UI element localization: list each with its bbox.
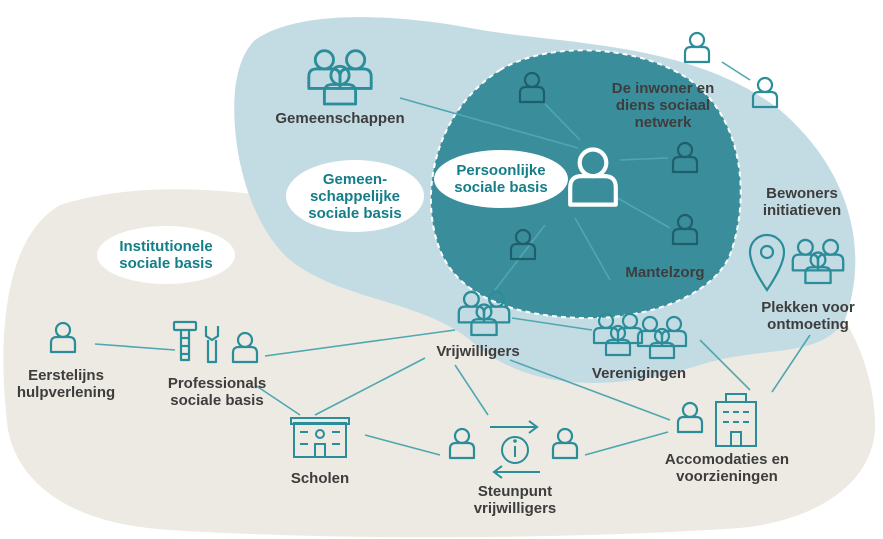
personal-basis-pill: Persoonlijke sociale basis bbox=[434, 150, 568, 208]
associations-label: Verenigingen bbox=[591, 365, 687, 382]
meeting-places-label: Plekken voor ontmoeting bbox=[761, 299, 855, 333]
personal-basis-label: Persoonlijke sociale basis bbox=[454, 162, 548, 196]
first-line-label: Eerstelijns hulpverlening bbox=[16, 367, 116, 401]
resident-initiatives-label: Bewoners initiatieven bbox=[762, 185, 842, 219]
community-basis-label: Gemeen- schappelijke sociale basis bbox=[308, 170, 402, 222]
connector-lines bbox=[94, 61, 811, 456]
informal-care-label: Mantelzorg bbox=[625, 264, 705, 281]
institutional-basis-pill: Institutionele sociale basis bbox=[97, 226, 235, 284]
resident-network-icon-1 bbox=[683, 31, 711, 64]
communities-label: Gemeenschappen bbox=[275, 110, 405, 127]
institutional-basis-label: Institutionele sociale basis bbox=[119, 238, 213, 272]
info-dot-icon bbox=[513, 439, 517, 443]
schools-label: Scholen bbox=[290, 470, 350, 487]
personal-region bbox=[429, 49, 742, 320]
resident-label: De inwoner en diens sociaal netwerk bbox=[611, 80, 715, 131]
facilities-label: Accomodaties en voorzieningen bbox=[664, 451, 790, 485]
tools-icon bbox=[172, 320, 220, 364]
volunteers-label: Vrijwilligers bbox=[436, 343, 520, 360]
community-basis-pill: Gemeen- schappelijke sociale basis bbox=[286, 160, 424, 232]
school-building-icon bbox=[290, 417, 350, 458]
location-pin-icon bbox=[748, 233, 786, 292]
support-point-label: Steunpunt vrijwilligers bbox=[473, 483, 557, 517]
building-icon bbox=[715, 393, 757, 447]
professionals-label: Professionals sociale basis bbox=[167, 375, 267, 409]
info-exchange-icon bbox=[490, 420, 540, 479]
